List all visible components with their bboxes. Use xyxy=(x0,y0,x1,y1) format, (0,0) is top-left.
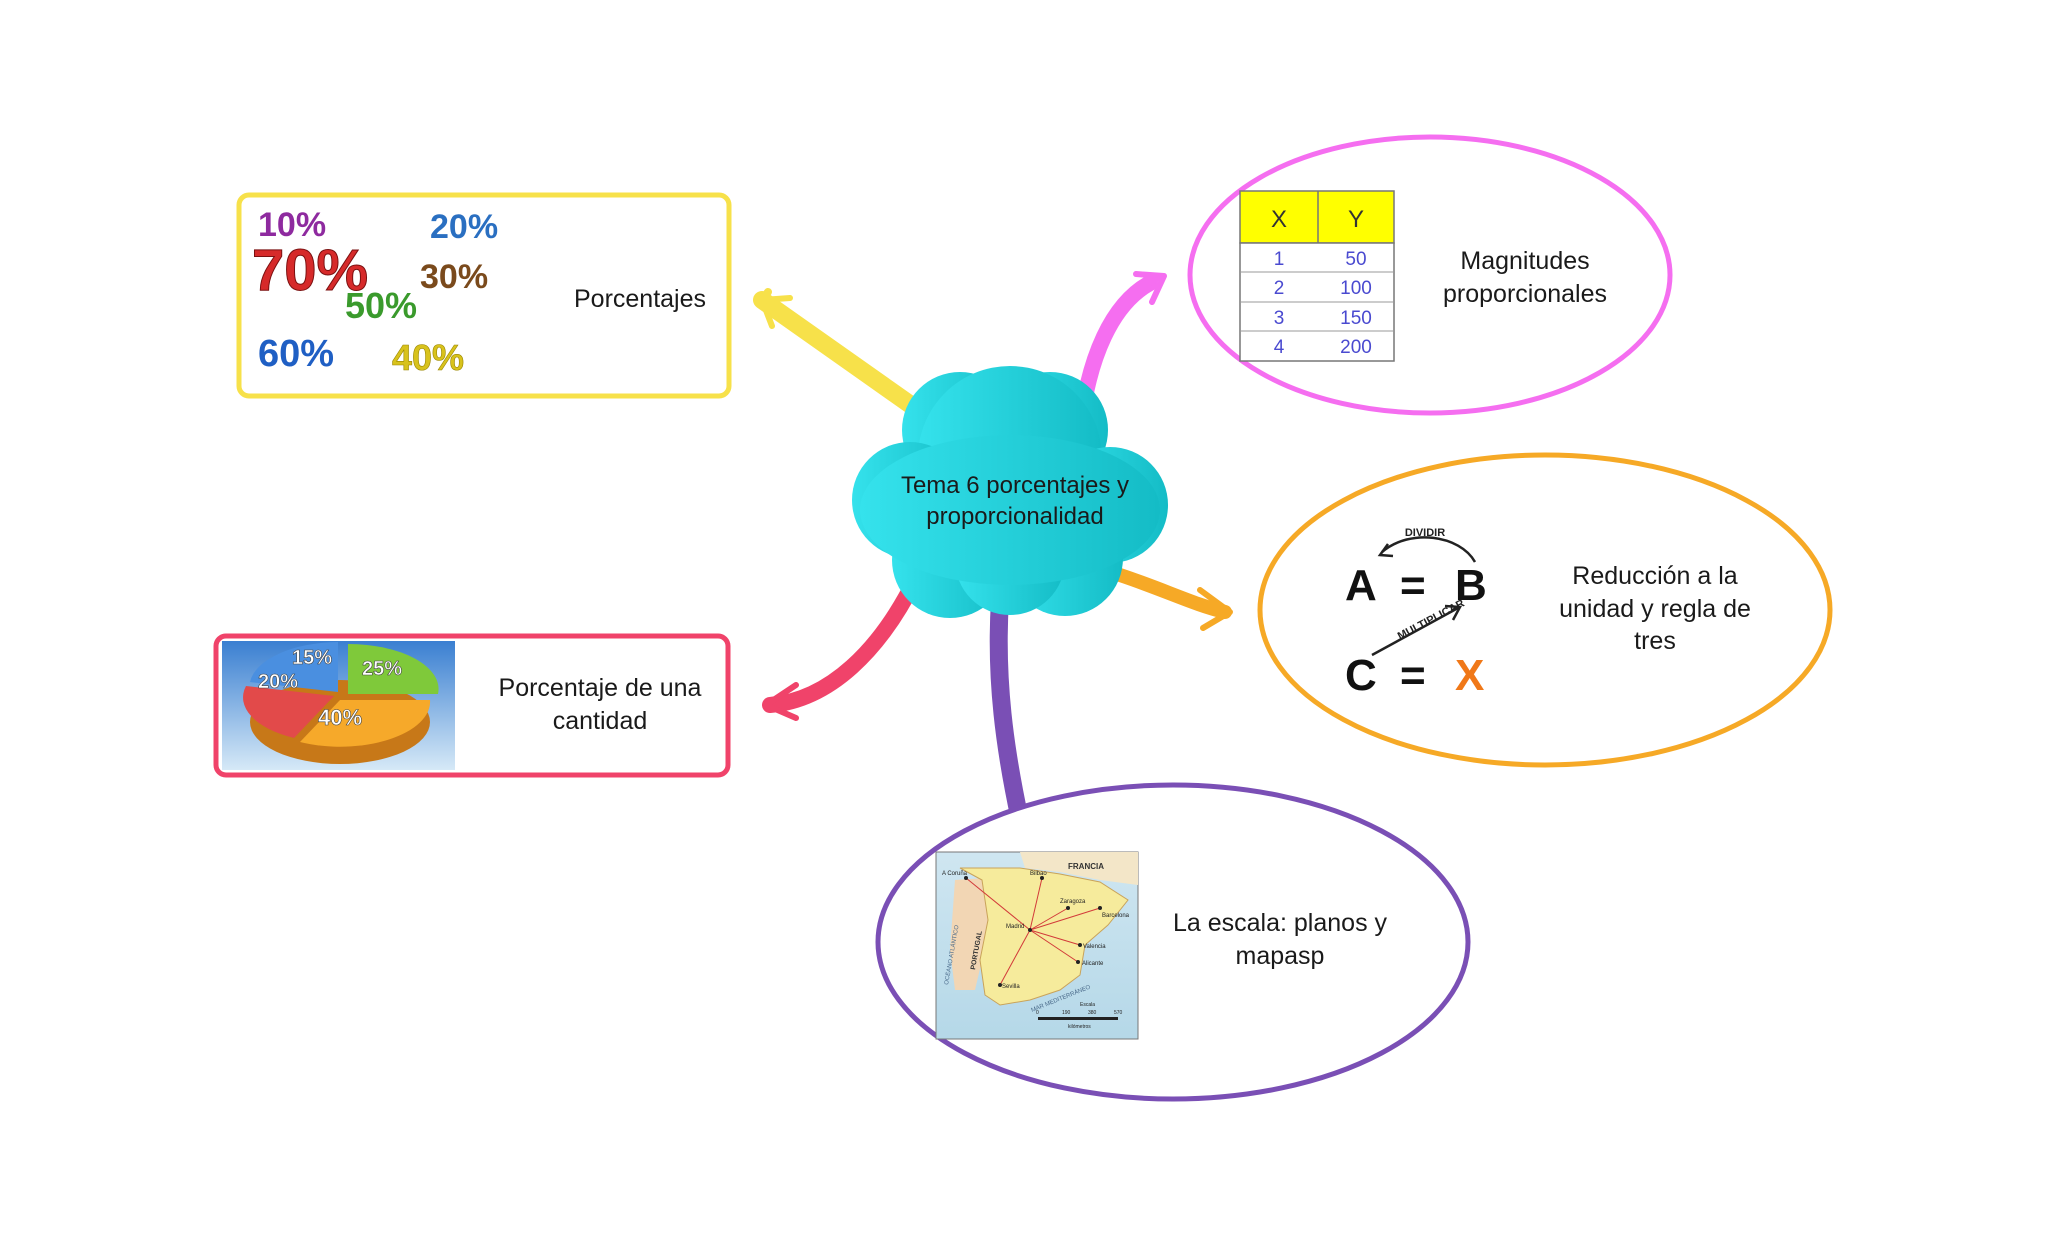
porcentajes-label: Porcentajes xyxy=(573,285,707,313)
spain-map-image: A Coruña Bilbao Zaragoza Barcelona Madri… xyxy=(935,851,1139,1040)
node-porcentaje-cantidad[interactable]: 15% 25% 20% 40% xyxy=(213,633,731,778)
pie-label-15: 15% xyxy=(292,647,332,669)
table-cell: 50 xyxy=(1345,249,1366,270)
map-scale-tick: 380 xyxy=(1088,1010,1097,1016)
table-cell: 2 xyxy=(1274,278,1285,299)
table-cell: 150 xyxy=(1340,308,1372,329)
city-label: Valencia xyxy=(1083,944,1106,950)
escala-label: La escala: planos y mapasp xyxy=(1172,909,1388,970)
pie-label-40: 40% xyxy=(318,705,362,730)
formula-a: A xyxy=(1345,561,1377,610)
pct-20: 20% xyxy=(430,208,498,246)
node-porcentajes[interactable]: 10% 20% 70% 30% 50% 60% 40% xyxy=(236,192,732,399)
table-header-y: Y xyxy=(1348,206,1364,233)
node-reduccion[interactable]: A = B C = X DIVIDIR MULTIPLICAR xyxy=(1257,452,1833,768)
branch-escala xyxy=(989,591,1029,829)
table-cell: 100 xyxy=(1340,278,1372,299)
pie-label-20: 20% xyxy=(258,671,298,693)
percentages-image: 10% 20% 70% 30% 50% 60% 40% xyxy=(252,206,499,378)
map-scale-tick: 0 xyxy=(1036,1010,1039,1016)
city-label: Zaragoza xyxy=(1060,899,1086,905)
city-label: Bilbao xyxy=(1030,871,1047,877)
branch-porcentajes xyxy=(753,288,934,424)
xy-table: X Y 1 50 2 100 3 150 4 200 xyxy=(1239,190,1395,362)
city-label: Sevilla xyxy=(1002,984,1020,990)
pct-70: 70% xyxy=(252,238,368,303)
table-header-x: X xyxy=(1271,206,1287,233)
porcentaje-cantidad-label: Porcentaje de una cantidad xyxy=(498,674,702,735)
formula-eq-2: = xyxy=(1400,651,1426,700)
pct-60: 60% xyxy=(258,333,334,375)
pie-label-25: 25% xyxy=(362,658,402,680)
formula-c: C xyxy=(1345,651,1377,700)
central-topic-cloud[interactable] xyxy=(852,366,1168,618)
pct-40: 40% xyxy=(392,337,464,378)
map-france: FRANCIA xyxy=(1068,862,1104,871)
central-topic-label: Tema 6 porcentajes y proporcionalidad xyxy=(900,472,1130,531)
city-label: Barcelona xyxy=(1102,913,1130,919)
branch-reduccion xyxy=(1113,568,1233,631)
map-scale-tick: 190 xyxy=(1062,1010,1071,1016)
city-label: Madrid xyxy=(1006,924,1024,930)
reduccion-label: Reducción a la unidad y regla de tres xyxy=(1559,562,1751,655)
table-cell: 4 xyxy=(1274,337,1285,358)
branch-porcentaje-cantidad xyxy=(762,572,923,721)
table-cell: 1 xyxy=(1274,249,1285,270)
formula-dividir: DIVIDIR xyxy=(1405,527,1445,539)
pct-50: 50% xyxy=(345,285,417,326)
map-scale-title: Escala xyxy=(1080,1002,1095,1008)
node-escala[interactable]: A Coruña Bilbao Zaragoza Barcelona Madri… xyxy=(875,782,1471,1102)
city-label: Alicante xyxy=(1082,961,1104,967)
pct-10: 10% xyxy=(258,206,326,244)
formula-b: B xyxy=(1455,561,1487,610)
magnitudes-label: Magnitudes proporcionales xyxy=(1443,247,1607,308)
map-scale-tick: 570 xyxy=(1114,1010,1123,1016)
table-cell: 3 xyxy=(1274,308,1285,329)
city-label: A Coruña xyxy=(942,871,968,877)
map-scale-unit: kilómetros xyxy=(1068,1024,1091,1030)
formula-eq-1: = xyxy=(1400,561,1426,610)
pct-30: 30% xyxy=(420,258,488,296)
table-cell: 200 xyxy=(1340,337,1372,358)
node-magnitudes[interactable]: X Y 1 50 2 100 3 150 4 200 xyxy=(1187,134,1673,416)
formula-x: X xyxy=(1455,651,1484,700)
pie-chart-image: 15% 25% 20% 40% xyxy=(222,641,455,770)
